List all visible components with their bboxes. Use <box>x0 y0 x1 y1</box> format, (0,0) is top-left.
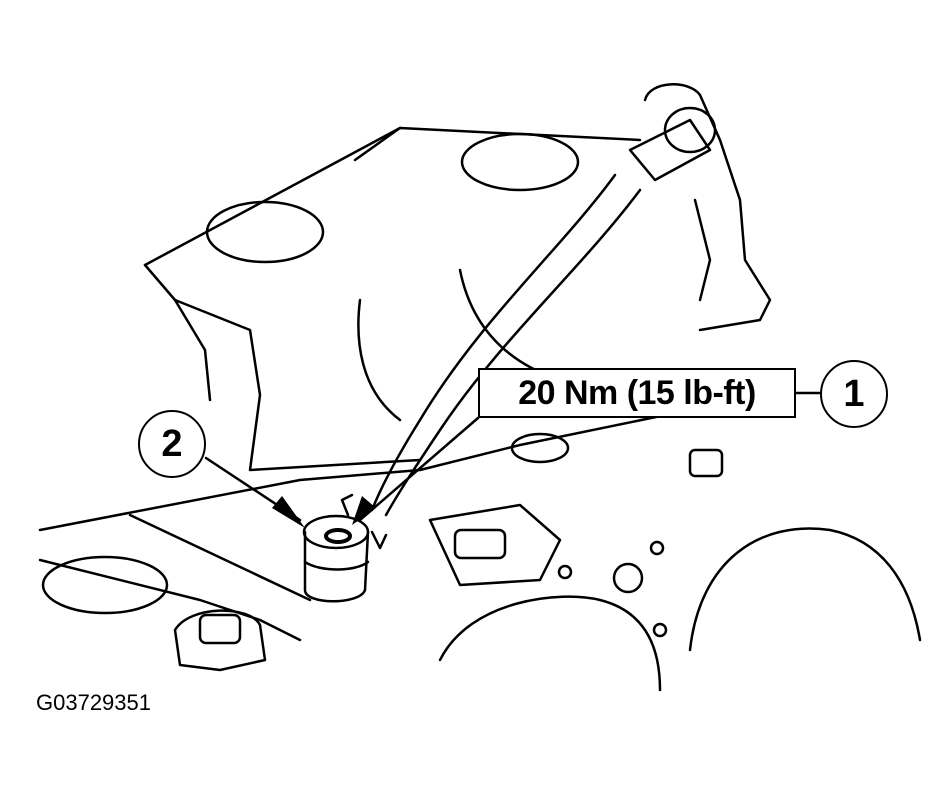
callout-bubble-1: 1 <box>820 360 888 428</box>
callout-bubble-2: 2 <box>138 410 206 478</box>
figure-id: G03729351 <box>36 690 151 715</box>
torque-spec-label: 20 Nm (15 lb-ft) <box>478 368 796 418</box>
